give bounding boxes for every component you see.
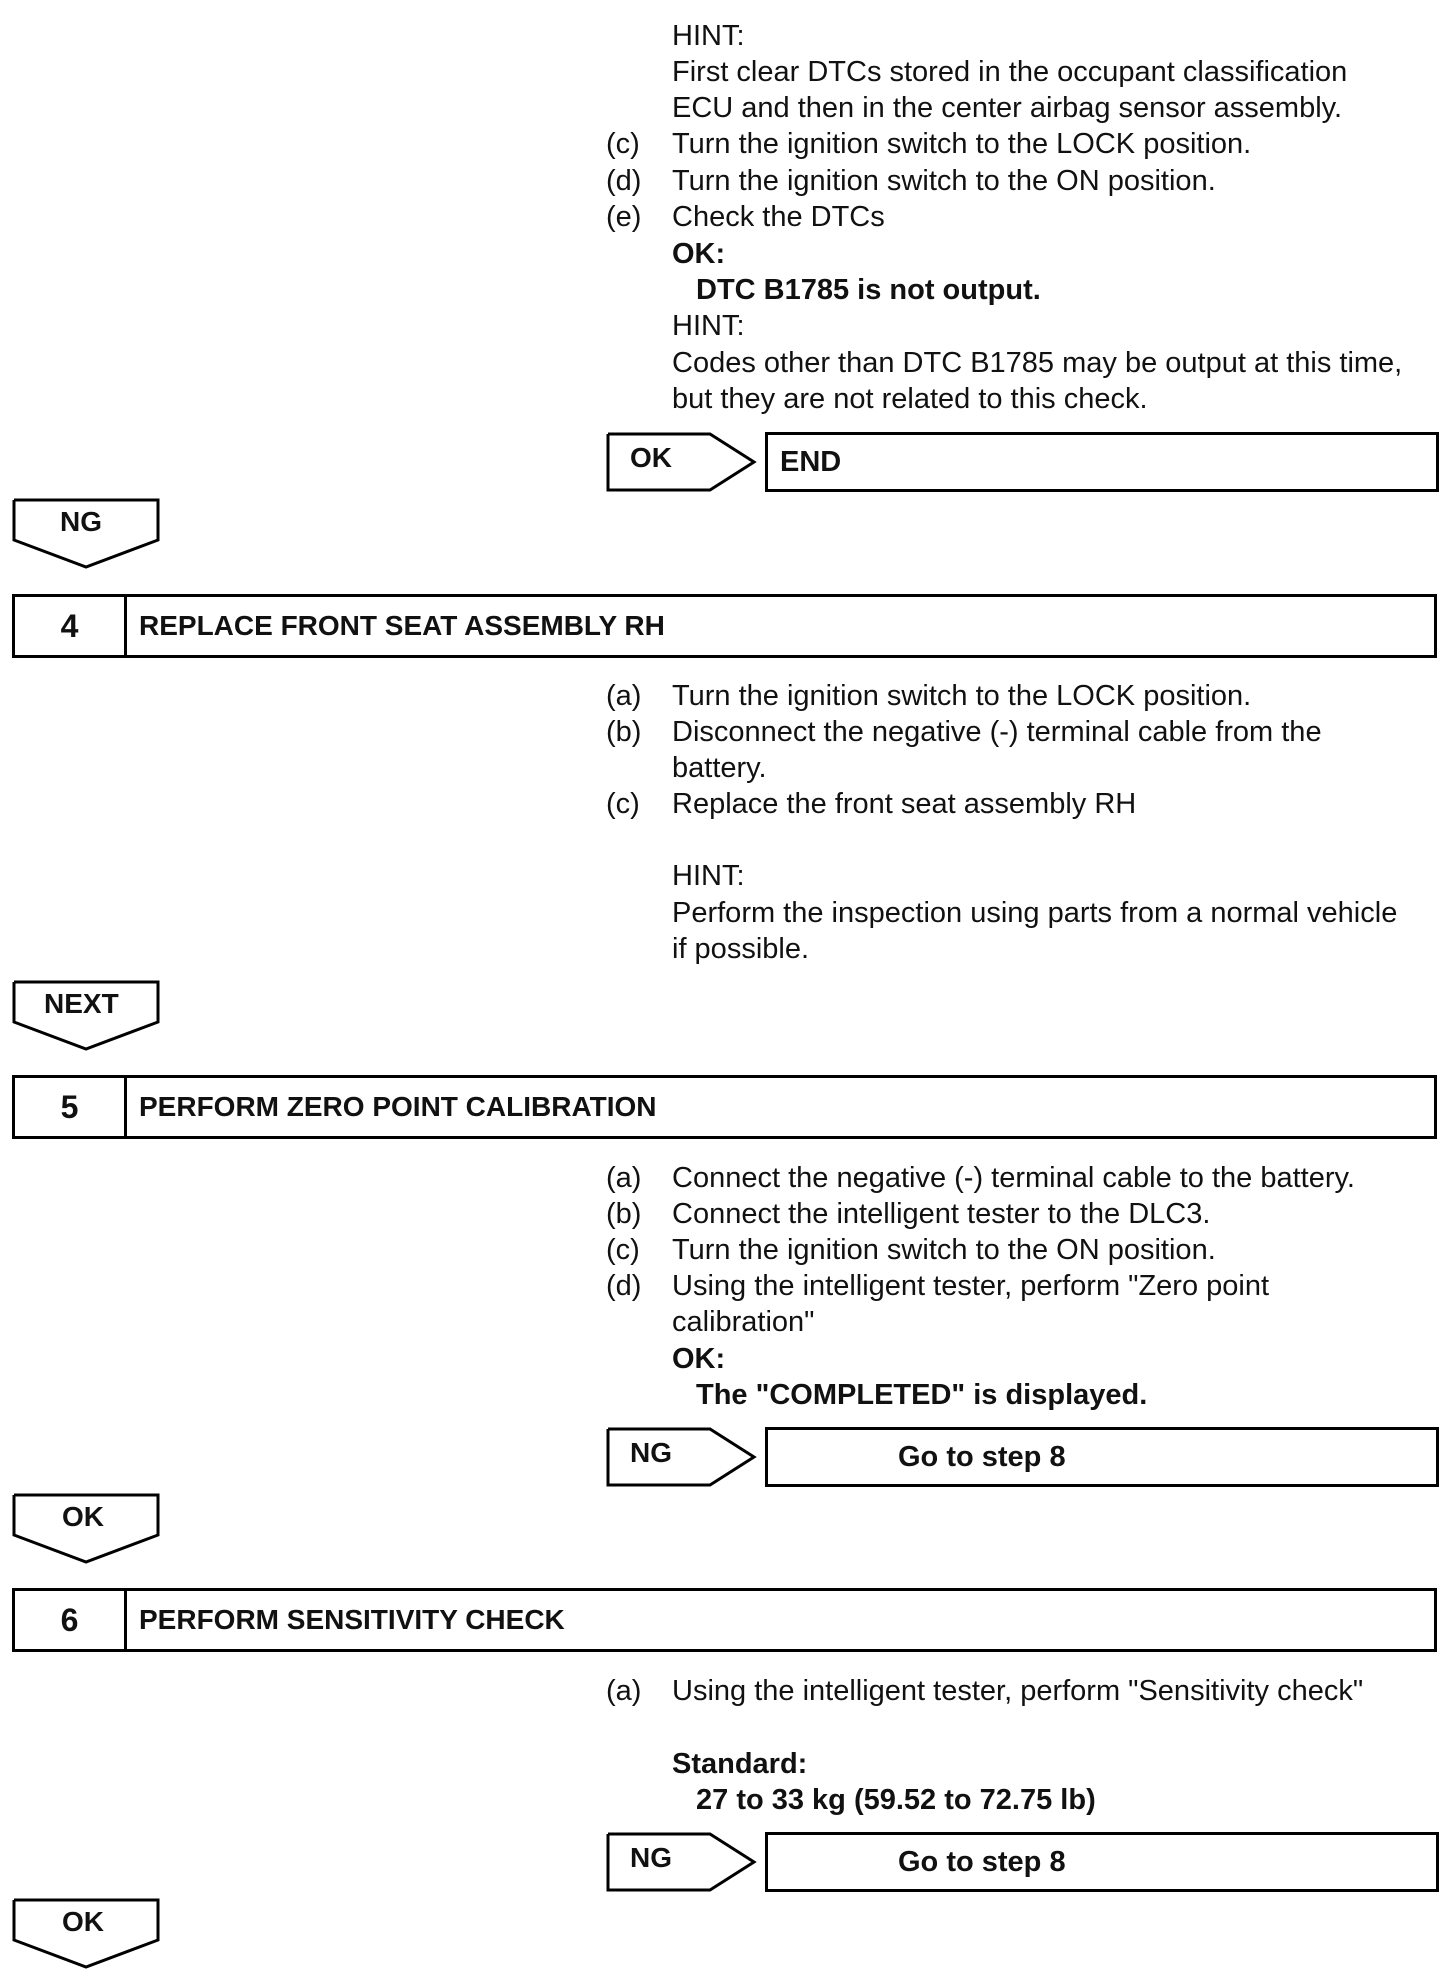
item-text: battery. xyxy=(672,752,767,784)
branch-tag-label: NG xyxy=(630,1842,672,1873)
step-title: REPLACE FRONT SEAT ASSEMBLY RH xyxy=(139,610,665,641)
step-header: 5 PERFORM ZERO POINT CALIBRATION xyxy=(12,1075,1437,1139)
down-arrow-tag: NEXT xyxy=(12,980,162,1052)
branch-destination-text: END xyxy=(780,445,842,478)
down-arrow-tag: OK xyxy=(12,1898,162,1970)
hint-text: First clear DTCs stored in the occupant … xyxy=(672,56,1348,88)
branch-destination: Go to step 8 xyxy=(765,1427,1439,1487)
item-text: Connect the negative (-) terminal cable … xyxy=(672,1162,1355,1194)
ok-value: DTC B1785 is not output. xyxy=(696,274,1041,306)
hint-text: if possible. xyxy=(672,933,810,965)
standard-value: 27 to 33 kg (59.52 to 72.75 lb) xyxy=(696,1784,1096,1816)
right-arrow-icon xyxy=(606,1427,757,1487)
item-label: (d) xyxy=(606,165,642,197)
item-text: Replace the front seat assembly RH xyxy=(672,788,1137,820)
item-text: Connect the intelligent tester to the DL… xyxy=(672,1198,1211,1230)
down-tag-label: NEXT xyxy=(44,988,119,1019)
branch-tag-label: OK xyxy=(630,442,672,473)
step-number: 4 xyxy=(15,597,127,655)
item-text: Turn the ignition switch to the LOCK pos… xyxy=(672,680,1252,712)
branch-destination: END xyxy=(765,432,1439,492)
step-number: 6 xyxy=(15,1591,127,1649)
down-arrow-tag: NG xyxy=(12,498,162,570)
hint-text: ECU and then in the center airbag sensor… xyxy=(672,92,1343,124)
ok-label: OK: xyxy=(672,238,726,270)
item-label: (a) xyxy=(606,1675,642,1707)
branch-tag-label: NG xyxy=(630,1437,672,1468)
item-text: Turn the ignition switch to the ON posit… xyxy=(672,165,1216,197)
item-text: Using the intelligent tester, perform "S… xyxy=(672,1675,1364,1707)
right-arrow-icon xyxy=(606,1832,757,1892)
hint-text: Codes other than DTC B1785 may be output… xyxy=(672,347,1403,379)
hint-label: HINT: xyxy=(672,20,745,52)
item-text: Check the DTCs xyxy=(672,201,885,233)
down-tag-label: OK xyxy=(62,1501,104,1532)
down-arrow-tag: OK xyxy=(12,1493,162,1565)
item-label: (d) xyxy=(606,1270,642,1302)
standard-label: Standard: xyxy=(672,1748,808,1780)
ok-value: The "COMPLETED" is displayed. xyxy=(696,1379,1148,1411)
branch-arrow-tag: NG xyxy=(606,1832,758,1894)
hint-label: HINT: xyxy=(672,310,745,342)
ok-label: OK: xyxy=(672,1343,726,1375)
down-arrow-icon xyxy=(12,1493,160,1564)
branch-destination: Go to step 8 xyxy=(765,1832,1439,1892)
item-label: (e) xyxy=(606,201,642,233)
item-text: Disconnect the negative (-) terminal cab… xyxy=(672,716,1322,748)
step-header: 4 REPLACE FRONT SEAT ASSEMBLY RH xyxy=(12,594,1437,658)
item-label: (b) xyxy=(606,1198,642,1230)
branch-arrow-tag: OK xyxy=(606,432,758,494)
item-text: Turn the ignition switch to the ON posit… xyxy=(672,1234,1216,1266)
down-arrow-icon xyxy=(12,1898,160,1969)
hint-label: HINT: xyxy=(672,860,745,892)
hint-text: but they are not related to this check. xyxy=(672,383,1148,415)
branch-arrow-tag: NG xyxy=(606,1427,758,1489)
down-tag-label: OK xyxy=(62,1906,104,1937)
hint-text: Perform the inspection using parts from … xyxy=(672,897,1398,929)
down-arrow-icon xyxy=(12,980,160,1051)
item-text: calibration" xyxy=(672,1306,815,1338)
step-title: PERFORM ZERO POINT CALIBRATION xyxy=(139,1091,657,1122)
step-number: 5 xyxy=(15,1078,127,1136)
item-text: Turn the ignition switch to the LOCK pos… xyxy=(672,128,1252,160)
item-label: (c) xyxy=(606,788,640,820)
item-label: (c) xyxy=(606,128,640,160)
down-arrow-icon xyxy=(12,498,160,569)
item-label: (a) xyxy=(606,1162,642,1194)
item-text: Using the intelligent tester, perform "Z… xyxy=(672,1270,1270,1302)
item-label: (a) xyxy=(606,680,642,712)
item-label: (c) xyxy=(606,1234,640,1266)
down-tag-label: NG xyxy=(60,506,102,537)
right-arrow-icon xyxy=(606,432,757,492)
step-header: 6 PERFORM SENSITIVITY CHECK xyxy=(12,1588,1437,1652)
item-label: (b) xyxy=(606,716,642,748)
branch-destination-text: Go to step 8 xyxy=(898,1845,1066,1878)
branch-destination-text: Go to step 8 xyxy=(898,1440,1066,1473)
step-title: PERFORM SENSITIVITY CHECK xyxy=(139,1604,565,1635)
